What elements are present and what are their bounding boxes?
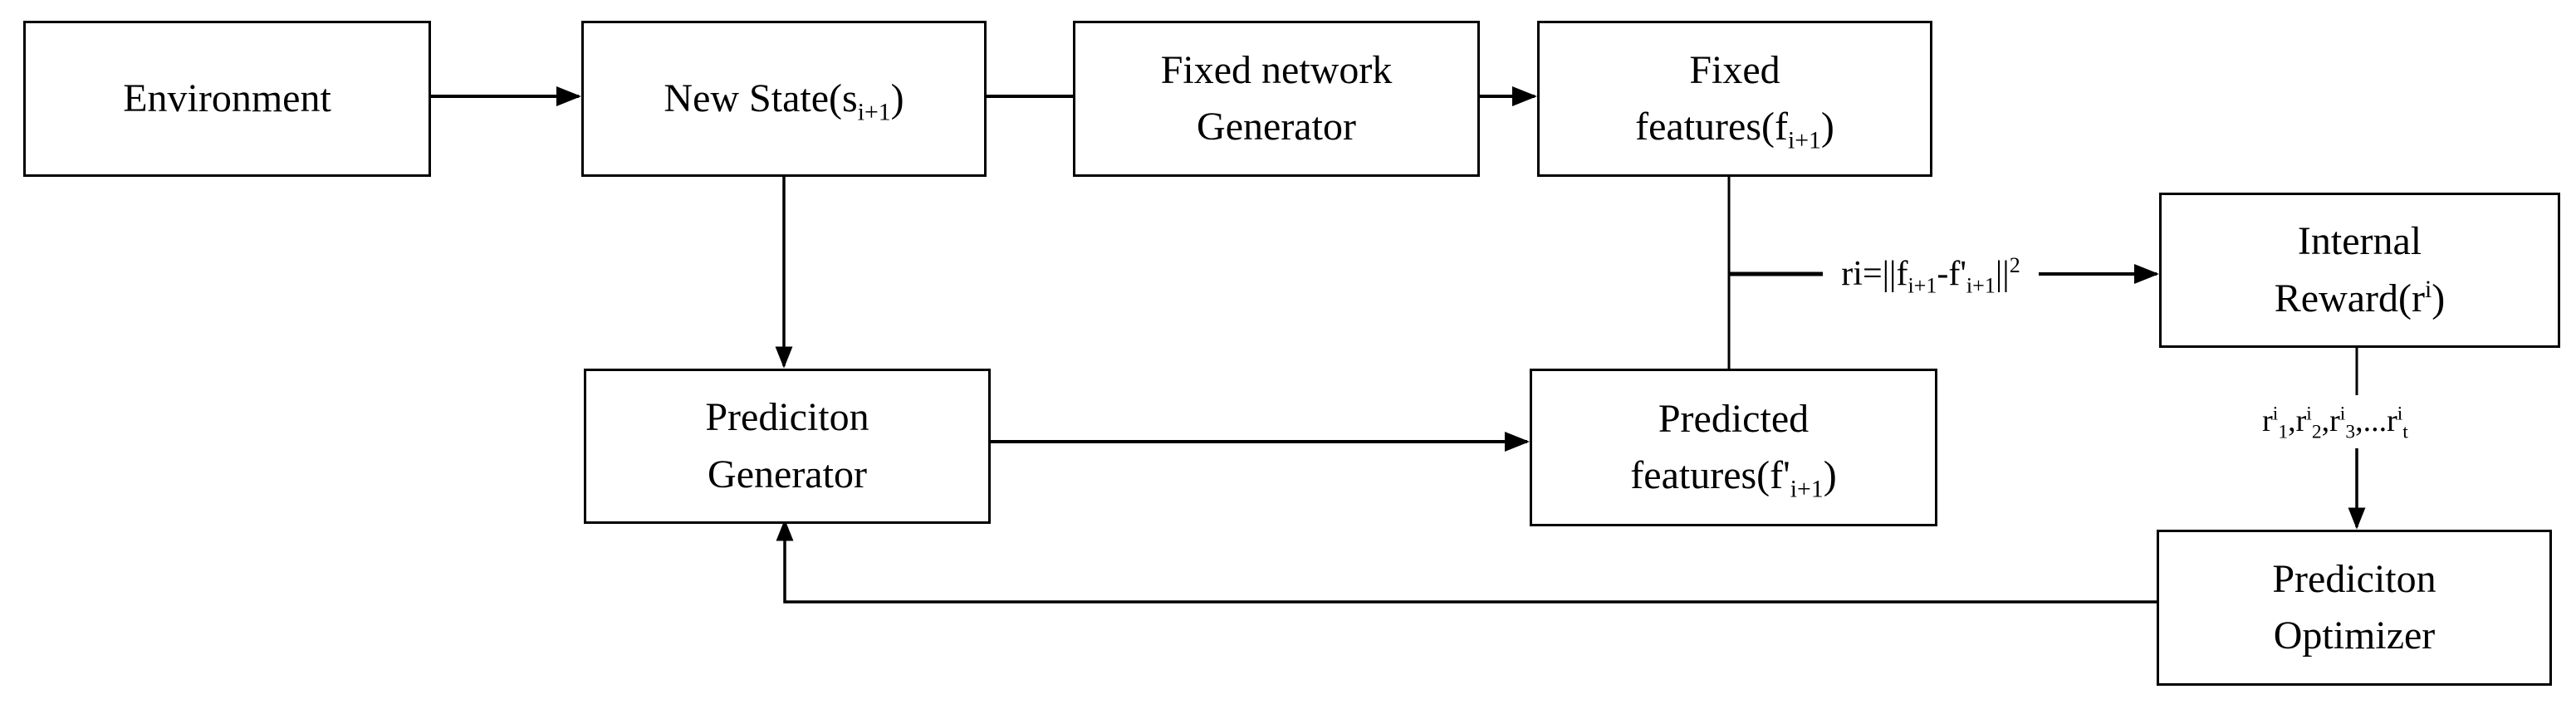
box-prediction-optimizer: Prediciton Optimizer: [2157, 530, 2552, 686]
box-fixed-features-line2: features(fi+1): [1635, 105, 1834, 154]
internal-reward-formula-label: ri=||fi+1-f'i+1||2: [1841, 253, 2020, 298]
arrow-optimizer-feedback-to-prediction-generator: [776, 519, 2157, 604]
box-environment-label: Environment: [123, 76, 331, 120]
box-predicted-features: Predicted features(f'i+1): [1530, 369, 1937, 526]
box-prediction-generator-line2: Generator: [708, 452, 867, 496]
box-internal-reward-line1: Internal: [2297, 219, 2422, 264]
box-environment: Environment: [23, 21, 431, 177]
box-prediction-optimizer-line2: Optimizer: [2273, 614, 2436, 658]
box-new-state: New State(si+1): [581, 21, 987, 177]
box-new-state-label: New State(si+1): [664, 76, 904, 126]
box-fixed-features: Fixed features(fi+1): [1537, 21, 1932, 177]
box-internal-reward: Internal Reward(ri): [2159, 193, 2560, 348]
box-prediction-optimizer-line1: Prediciton: [2272, 556, 2436, 601]
box-internal-reward-line2: Reward(ri): [2274, 275, 2446, 320]
box-fixed-network-generator-line2: Generator: [1197, 105, 1356, 149]
box-fixed-network-generator: Fixed network Generator: [1073, 21, 1480, 177]
box-predicted-features-line2: features(f'i+1): [1630, 453, 1837, 503]
box-fixed-features-line1: Fixed: [1689, 47, 1780, 92]
box-fixed-network-generator-line1: Fixed network: [1160, 47, 1393, 92]
box-predicted-features-line1: Predicted: [1658, 396, 1810, 441]
box-prediction-generator: Prediciton Generator: [584, 369, 991, 524]
reward-sequence-label: ri1,ri2,ri3,...rit: [2262, 403, 2408, 443]
box-prediction-generator-line1: Prediciton: [705, 395, 869, 440]
